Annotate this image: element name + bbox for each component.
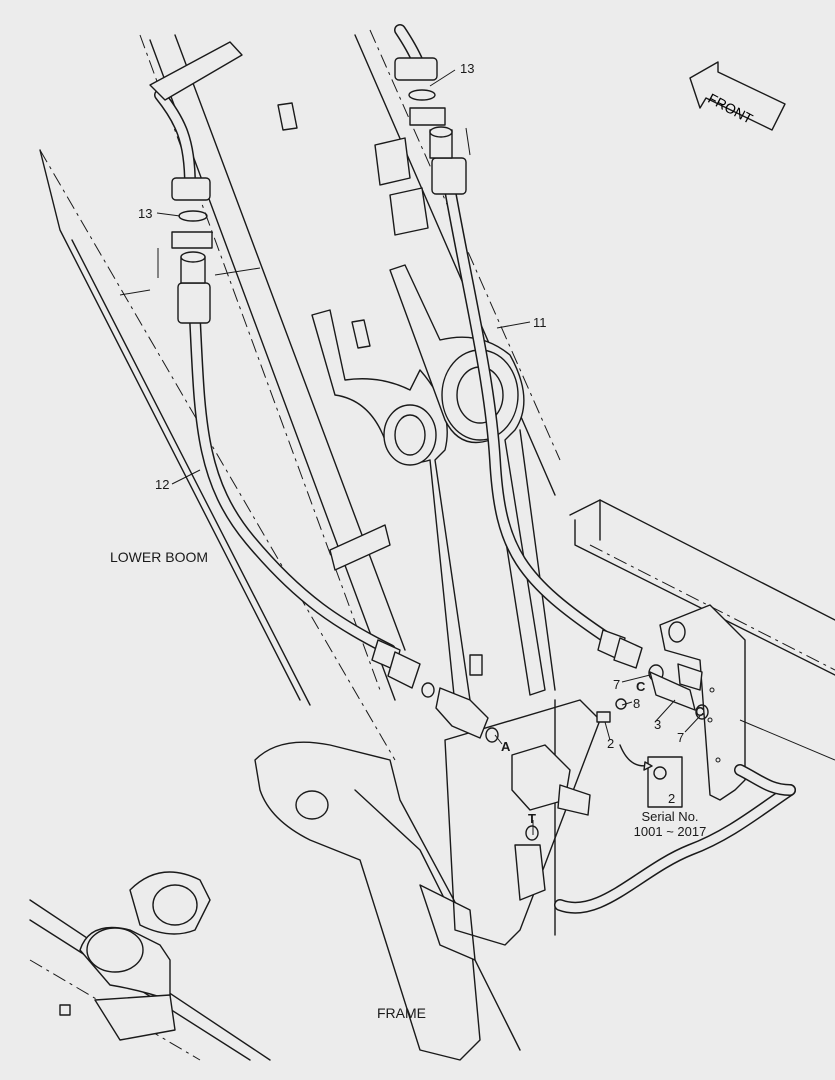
port-c-top-label: C bbox=[636, 679, 646, 694]
port-a-label: A bbox=[501, 739, 511, 754]
callout-8: 8 bbox=[633, 696, 641, 711]
serial-detail bbox=[619, 744, 683, 808]
chassis-bracket bbox=[444, 499, 835, 946]
leader-lines bbox=[156, 69, 835, 835]
callout-13-top: 13 bbox=[460, 61, 475, 76]
upper-tube-left bbox=[149, 41, 243, 278]
fitting-a bbox=[421, 682, 499, 743]
lower-boom-label: LOWER BOOM bbox=[110, 549, 209, 565]
serial-number-heading: Serial No. bbox=[641, 809, 699, 824]
hose-12 bbox=[177, 251, 421, 689]
callout-12: 12 bbox=[155, 477, 170, 492]
callout-7-top: 7 bbox=[613, 677, 621, 692]
callout-11: 11 bbox=[533, 315, 547, 330]
frame-label: FRAME bbox=[377, 1005, 426, 1021]
callout-2: 2 bbox=[607, 736, 615, 751]
callout-7-bottom: 7 bbox=[677, 730, 685, 745]
fitting-c-assembly bbox=[596, 663, 709, 723]
serial-number-range: 1001 ~ 2017 bbox=[633, 824, 707, 839]
frame-outline bbox=[29, 741, 521, 1061]
callout-3: 3 bbox=[654, 717, 662, 732]
front-arrow bbox=[689, 61, 786, 131]
port-t-label: T bbox=[528, 811, 536, 826]
mount-plates bbox=[277, 102, 483, 676]
callout-13-left: 13 bbox=[138, 206, 153, 221]
port-c-bottom-label: C bbox=[695, 704, 705, 719]
hose-11 bbox=[394, 24, 643, 669]
callout-2-detail: 2 bbox=[668, 791, 676, 806]
valve-block bbox=[511, 744, 796, 914]
upper-boom-outline bbox=[311, 29, 561, 706]
